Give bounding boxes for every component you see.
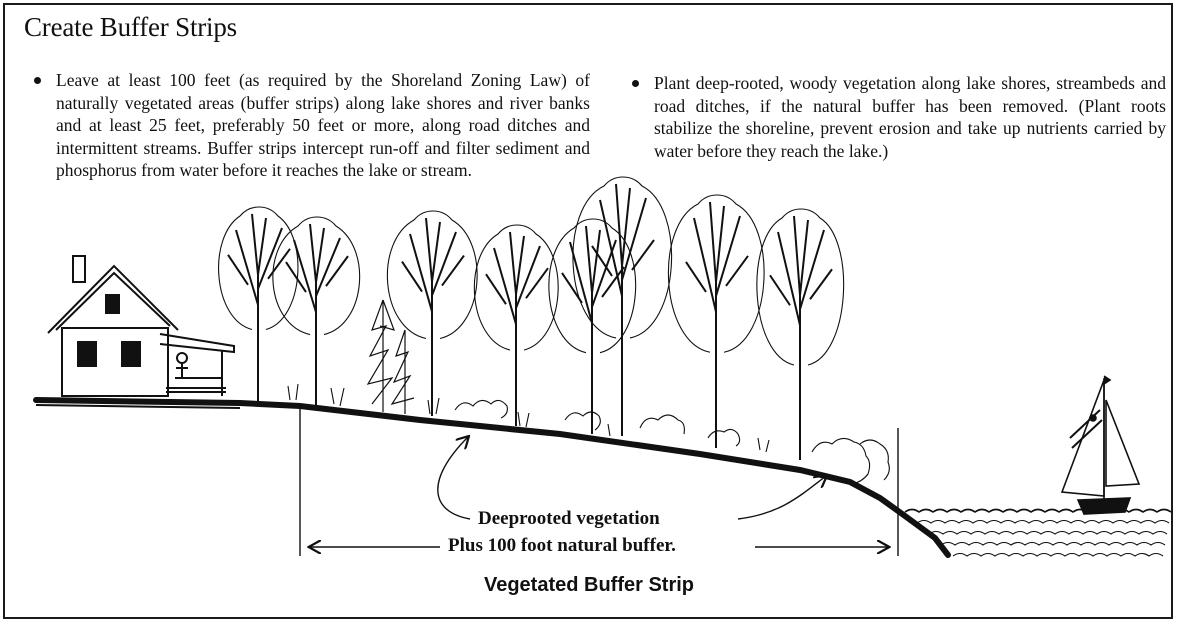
roots-callouts	[438, 437, 826, 519]
water-ripple	[953, 554, 1163, 557]
house-chimney	[73, 256, 85, 282]
water-ripple	[917, 521, 1169, 524]
ground-line	[36, 400, 948, 555]
water-ripple	[929, 532, 1167, 535]
evergreen-trees	[368, 300, 414, 414]
person-on-porch	[177, 353, 187, 363]
sailboat-hull	[1078, 498, 1130, 514]
deciduous-tree	[387, 211, 477, 416]
house-window-right	[122, 342, 140, 366]
sailboat-jib	[1106, 400, 1139, 486]
water-ripple	[905, 510, 1171, 513]
deciduous-tree	[474, 225, 558, 426]
label-natural-buffer: Plus 100 foot natural buffer.	[444, 535, 680, 557]
label-deeprooted-vegetation: Deeprooted vegetation	[474, 508, 664, 530]
water-ripple	[941, 543, 1165, 546]
house-window-left	[78, 342, 96, 366]
tree-row	[219, 177, 844, 460]
diagram-caption: Vegetated Buffer Strip	[0, 574, 1178, 597]
deciduous-tree	[273, 217, 360, 406]
sailboat	[1062, 376, 1139, 514]
deciduous-tree	[757, 209, 844, 460]
house-porch-roof	[160, 334, 234, 352]
house	[48, 256, 234, 396]
deciduous-tree	[668, 195, 764, 448]
roots-arrow-left	[438, 437, 470, 519]
house-attic-window	[106, 295, 119, 313]
roots-arrow-right	[738, 476, 826, 519]
